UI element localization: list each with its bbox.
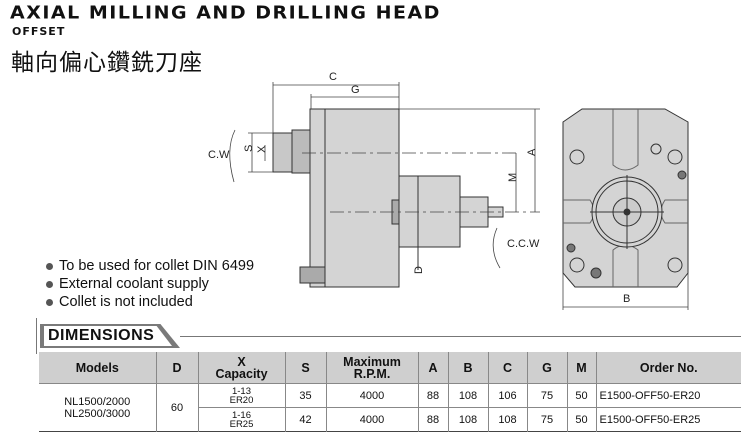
col-g: G	[526, 352, 567, 384]
feature-item: To be used for collet DIN 6499	[46, 257, 254, 275]
dim-label-x: X	[256, 145, 268, 153]
rpm-cell: 4000	[325, 407, 418, 432]
b-cell: 108	[447, 383, 488, 408]
rpm-cell: 4000	[325, 383, 418, 408]
feature-list: To be used for collet DIN 6499 External …	[46, 257, 254, 311]
col-order-no: Order No.	[595, 352, 741, 384]
col-models: Models	[39, 352, 156, 384]
order-no-cell: E1500-OFF50-ER20	[595, 383, 741, 408]
section-title: DIMENSIONS	[44, 326, 172, 346]
front-view-drawing	[562, 108, 689, 288]
ccw-rotation-arrow-icon	[492, 227, 501, 269]
bullet-icon	[46, 298, 53, 306]
col-m: M	[566, 352, 596, 384]
b-cell: 108	[447, 407, 488, 432]
dim-label-m: M	[507, 173, 519, 182]
dim-label-g: G	[351, 84, 360, 96]
col-d: D	[155, 352, 198, 384]
section-divider	[36, 318, 37, 354]
a-cell: 88	[417, 383, 448, 408]
feature-item: Collet is not included	[46, 293, 254, 311]
order-no-cell: E1500-OFF50-ER25	[595, 407, 741, 432]
bullet-icon	[46, 280, 53, 288]
cw-rotation-arrow-icon	[229, 129, 236, 183]
bullet-icon	[46, 262, 53, 270]
g-cell: 75	[526, 407, 567, 432]
a-cell: 88	[417, 407, 448, 432]
s-cell: 42	[284, 407, 326, 432]
s-cell: 35	[284, 383, 326, 408]
feature-text: External coolant supply	[59, 276, 209, 292]
page-title: AXIAL MILLING AND DRILLING HEAD	[10, 2, 441, 24]
feature-text: Collet is not included	[59, 294, 193, 310]
feature-item: External coolant supply	[46, 275, 254, 293]
c-cell: 106	[487, 383, 527, 408]
g-cell: 75	[526, 383, 567, 408]
chinese-title: 軸向偏心鑽銑刀座	[11, 50, 203, 76]
dim-label-d: D	[413, 266, 425, 274]
page-subtitle: OFFSET	[12, 25, 66, 38]
ccw-label: C.C.W	[507, 238, 540, 250]
cw-label: C.W	[208, 149, 230, 161]
m-cell: 50	[566, 383, 596, 408]
side-view-drawing	[272, 108, 504, 288]
col-a: A	[417, 352, 448, 384]
dimension-lines	[229, 82, 689, 310]
dim-label-c: C	[329, 71, 337, 83]
dim-label-a: A	[526, 148, 538, 156]
col-c: C	[487, 352, 527, 384]
dim-label-s: S	[243, 145, 255, 152]
section-rule	[180, 336, 741, 337]
c-cell: 108	[487, 407, 527, 432]
d-cell: 60	[155, 383, 198, 432]
col-b: B	[447, 352, 488, 384]
dim-label-b: B	[623, 293, 630, 305]
feature-text: To be used for collet DIN 6499	[59, 258, 255, 274]
m-cell: 50	[566, 407, 596, 432]
col-s: S	[284, 352, 326, 384]
